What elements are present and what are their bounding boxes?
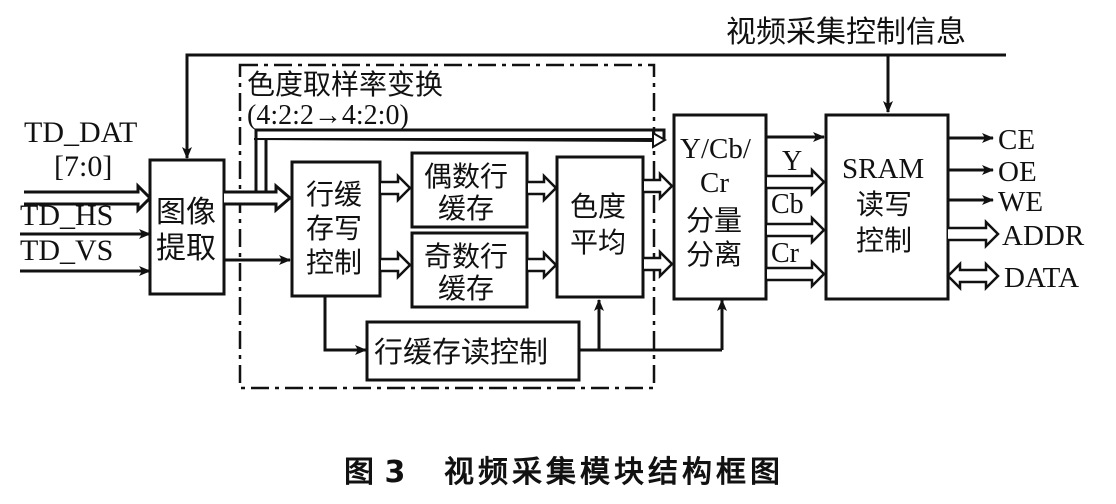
td-hs-label: TD_HS <box>20 199 113 232</box>
we-label: WE <box>998 186 1043 218</box>
average-to-ycbcr-arrow-1 <box>644 170 674 202</box>
ycbcr-line1: Y/Cb/ <box>680 133 752 165</box>
line-buffer-read-ctrl-block: 行缓存读控制 <box>365 320 581 382</box>
control-info-bus: 视频采集控制信息 <box>182 15 1006 159</box>
average-to-ycbcr-arrow-2 <box>644 248 674 280</box>
sram-rw-ctrl-block: SRAM 读写 控制 <box>824 113 950 301</box>
control-info-label: 视频采集控制信息 <box>726 15 966 50</box>
td-dat-label: TD_DAT <box>24 116 137 149</box>
chroma-average-block: 色度 平均 <box>555 155 645 299</box>
odd-to-average-arrow <box>528 249 558 281</box>
even-line-buffer-block: 偶数行 缓存 <box>410 151 529 229</box>
image-extract-block: 图像 提取 <box>148 158 226 296</box>
control-to-image-extract-wire <box>182 53 1006 159</box>
write-to-read-ctrl-wire <box>323 296 367 355</box>
image-extract-line2: 提取 <box>156 231 216 266</box>
line-buffer-write-ctrl-block: 行缓 存写 控制 <box>290 160 382 298</box>
write-ctrl-line1: 行缓 <box>306 178 362 211</box>
cr-bus-arrow <box>767 258 826 290</box>
subsystem-title: 色度取样率变换 <box>247 68 443 101</box>
read-ctrl-label: 行缓存读控制 <box>374 335 548 369</box>
even-to-average-arrow <box>528 172 558 204</box>
oe-label: OE <box>998 156 1037 188</box>
caption-title: 视频采集模块结构框图 <box>444 455 784 490</box>
sram-outputs: CE OE WE ADDR DATA <box>946 124 1085 294</box>
write-to-even-arrow <box>381 172 412 204</box>
td-vs-label: TD_VS <box>20 234 113 267</box>
odd-line-buffer-block: 奇数行 缓存 <box>410 231 529 309</box>
input-signals: TD_DAT [7:0] TD_HS TD_VS <box>20 116 153 276</box>
sram-line3: 控制 <box>856 224 912 257</box>
bypass-to-ycbcr-arrow <box>253 131 667 149</box>
ycbcr-line4: 分离 <box>686 238 742 271</box>
even-buffer-line2: 缓存 <box>438 192 494 225</box>
write-ctrl-line2: 存写 <box>306 212 362 245</box>
cb-bus-arrow <box>767 214 826 246</box>
caption-number: 图 3 <box>344 455 405 490</box>
data-label: DATA <box>1004 262 1079 294</box>
sram-line1: SRAM <box>842 153 924 185</box>
cb-label: Cb <box>771 189 804 220</box>
sram-line2: 读写 <box>856 188 912 221</box>
td-dat-bits-label: [7:0] <box>54 150 112 183</box>
cr-label: Cr <box>771 238 800 269</box>
subsystem-boundary <box>238 63 656 390</box>
addr-label: ADDR <box>1002 220 1085 252</box>
chroma-average-line1: 色度 <box>570 190 626 223</box>
data-bus-bidirectional-arrow <box>946 260 1000 292</box>
even-buffer-line1: 偶数行 <box>424 160 508 193</box>
ycbcr-separation-block: Y/Cb/ Cr 分量 分离 <box>672 113 768 301</box>
chroma-average-line2: 平均 <box>570 226 626 259</box>
y-bus-arrow <box>767 166 826 198</box>
ycbcr-line2: Cr <box>700 167 729 199</box>
odd-buffer-line1: 奇数行 <box>424 240 508 273</box>
chroma-resample-subsystem: 色度取样率变换 (4:2:2→4:2:0) <box>238 63 656 390</box>
subsystem-subtitle: (4:2:2→4:2:0) <box>247 100 409 131</box>
ycbcr-line3: 分量 <box>686 204 742 237</box>
write-to-odd-arrow <box>381 249 412 281</box>
write-ctrl-line3: 控制 <box>306 246 362 279</box>
ce-label: CE <box>998 124 1035 156</box>
y-label: Y <box>782 146 802 177</box>
data-to-write-ctrl-arrow <box>224 182 293 214</box>
odd-buffer-line2: 缓存 <box>438 272 494 305</box>
figure-caption: 图 3 视频采集模块结构框图 <box>344 455 784 490</box>
image-extract-line1: 图像 <box>156 195 216 230</box>
addr-bus-arrow <box>948 218 1000 250</box>
